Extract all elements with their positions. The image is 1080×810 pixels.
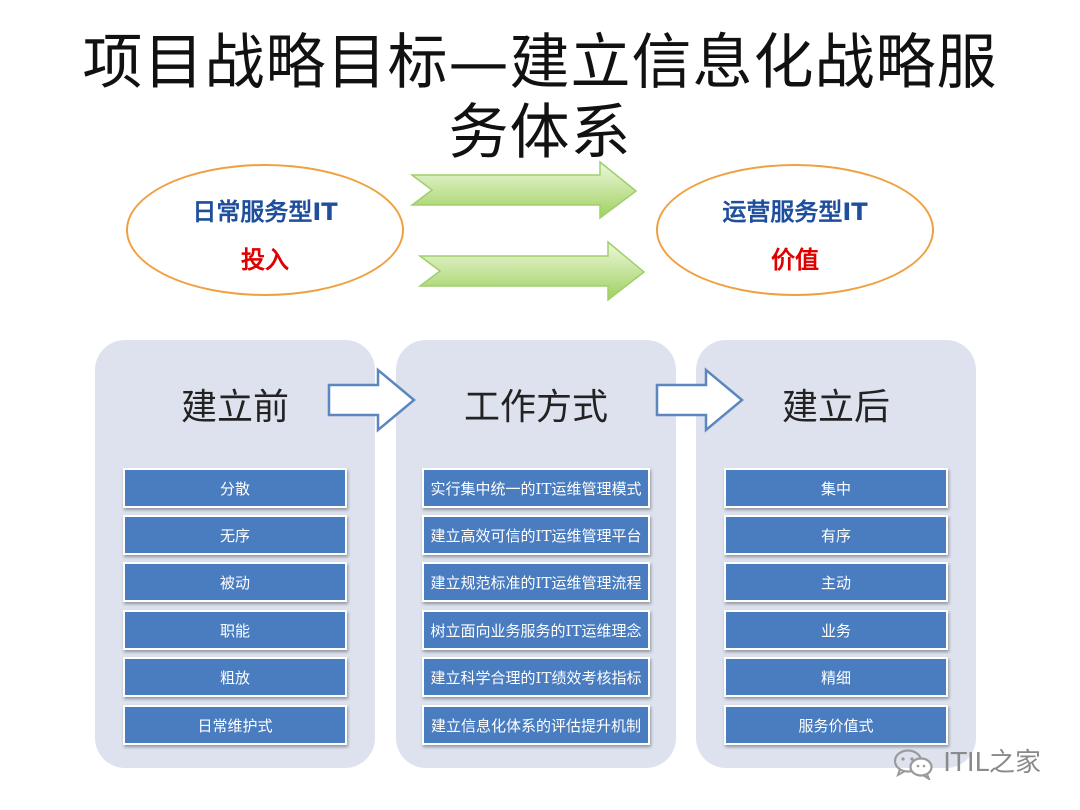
arrow-right-icon <box>655 367 744 433</box>
panel-before-title: 建立前 <box>180 387 289 428</box>
list-item: 无序 <box>123 515 347 555</box>
oval-daily-it-value: 投入 <box>241 246 289 274</box>
panel-method: 工作方式 实行集中统一的IT运维管理模式 建立高效可信的IT运维管理平台 建立规… <box>396 340 676 768</box>
list-item: 职能 <box>123 610 347 650</box>
list-item: 分散 <box>123 468 347 508</box>
list-item: 粗放 <box>123 657 347 697</box>
list-item: 服务价值式 <box>724 705 948 745</box>
green-arrow-top-icon <box>410 160 638 220</box>
oval-operation-it: 运营服务型IT 价值 <box>656 164 934 296</box>
watermark-text: ITIL之家 <box>943 748 1041 778</box>
oval-daily-it-label: 日常服务型IT <box>192 198 338 226</box>
watermark: ITIL之家 <box>893 742 1041 782</box>
arrow-right-icon <box>327 367 416 433</box>
list-item: 树立面向业务服务的IT运维理念 <box>422 610 650 650</box>
title-line-1: 项目战略目标—建立信息化战略服 <box>82 28 998 98</box>
oval-daily-it: 日常服务型IT 投入 <box>126 164 404 296</box>
panel-after: 建立后 集中 有序 主动 业务 精细 服务价值式 <box>696 340 976 768</box>
list-item: 建立科学合理的IT绩效考核指标 <box>422 657 650 697</box>
list-item: 实行集中统一的IT运维管理模式 <box>422 468 650 508</box>
oval-operation-it-label: 运营服务型IT <box>722 198 868 226</box>
wechat-icon <box>893 748 933 782</box>
list-item: 集中 <box>724 468 948 508</box>
panel-method-title: 工作方式 <box>463 387 608 428</box>
list-item: 日常维护式 <box>123 705 347 745</box>
list-item: 建立高效可信的IT运维管理平台 <box>422 515 650 555</box>
list-item: 业务 <box>724 610 948 650</box>
list-item: 有序 <box>724 515 948 555</box>
list-item: 被动 <box>123 562 347 602</box>
title-line-2: 务体系 <box>448 98 632 168</box>
list-item: 建立信息化体系的评估提升机制 <box>422 705 650 745</box>
oval-operation-it-value: 价值 <box>771 246 819 274</box>
list-item: 精细 <box>724 657 948 697</box>
list-item: 主动 <box>724 562 948 602</box>
page-title: 项目战略目标—建立信息化战略服 务体系 <box>40 28 1040 168</box>
panel-after-title: 建立后 <box>781 387 890 428</box>
list-item: 建立规范标准的IT运维管理流程 <box>422 562 650 602</box>
green-arrow-bottom-icon <box>418 240 646 302</box>
